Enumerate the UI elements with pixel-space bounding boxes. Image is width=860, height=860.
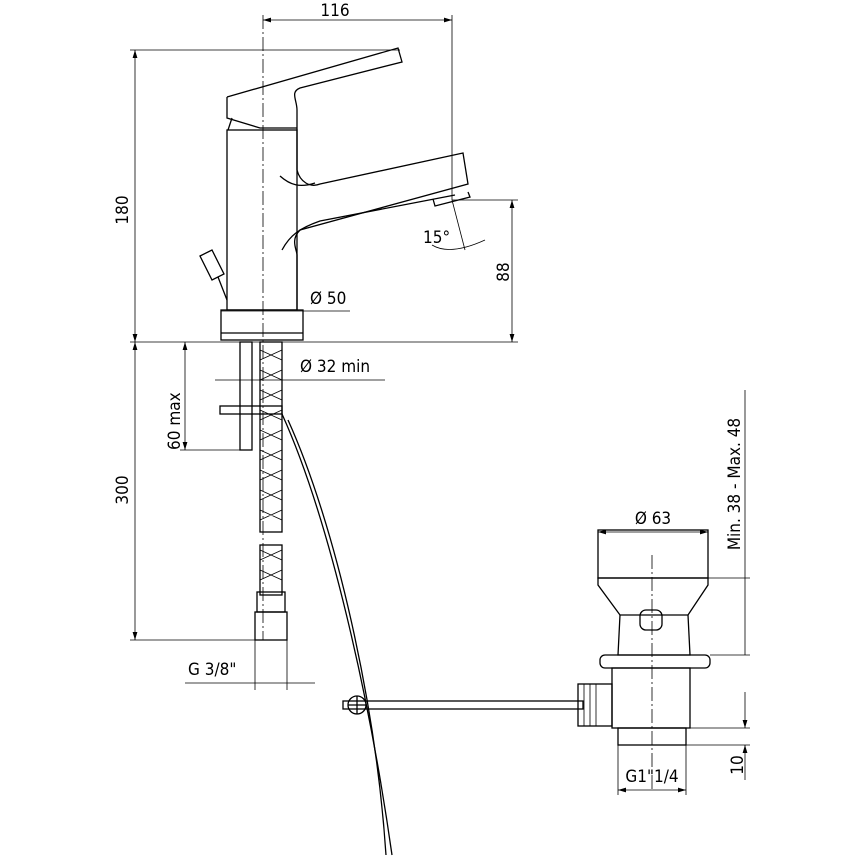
threaded-rod (239, 341, 253, 451)
popup-rod (281, 413, 584, 856)
popup-waste (577, 529, 711, 746)
handle-base (226, 97, 297, 129)
dim-hose-length: 300 (113, 475, 133, 504)
faucet-handle-spout-outline (226, 47, 469, 310)
dim-height: 180 (113, 195, 133, 224)
faucet (199, 47, 471, 341)
aerator (432, 191, 471, 207)
dim-base-diameter: Ø 50 (310, 289, 346, 309)
overflow-connector (577, 683, 613, 727)
dim-waste-thread-length: 10 (728, 755, 748, 774)
faucet-body (226, 129, 298, 311)
dim-width: 116 (320, 1, 349, 21)
spout-underside (281, 194, 456, 251)
dimension-lines (130, 15, 750, 795)
faucet-base (220, 309, 304, 341)
dim-max-thickness: 60 max (165, 392, 185, 450)
dim-spout-height: 88 (494, 262, 514, 281)
dim-hose-thread: G 3/8" (188, 660, 236, 680)
supply-hose (219, 341, 288, 641)
waste-cap (597, 529, 709, 579)
dim-waste-diameter: Ø 63 (635, 509, 671, 529)
popup-knob (199, 249, 225, 281)
dim-hole-diameter: Ø 32 min (300, 357, 370, 377)
washer (219, 405, 283, 415)
dim-angle: 15° (423, 228, 450, 248)
dim-waste-thread: G1"1/4 (625, 767, 678, 787)
dim-waste-range: Min. 38 - Max. 48 (725, 418, 745, 550)
